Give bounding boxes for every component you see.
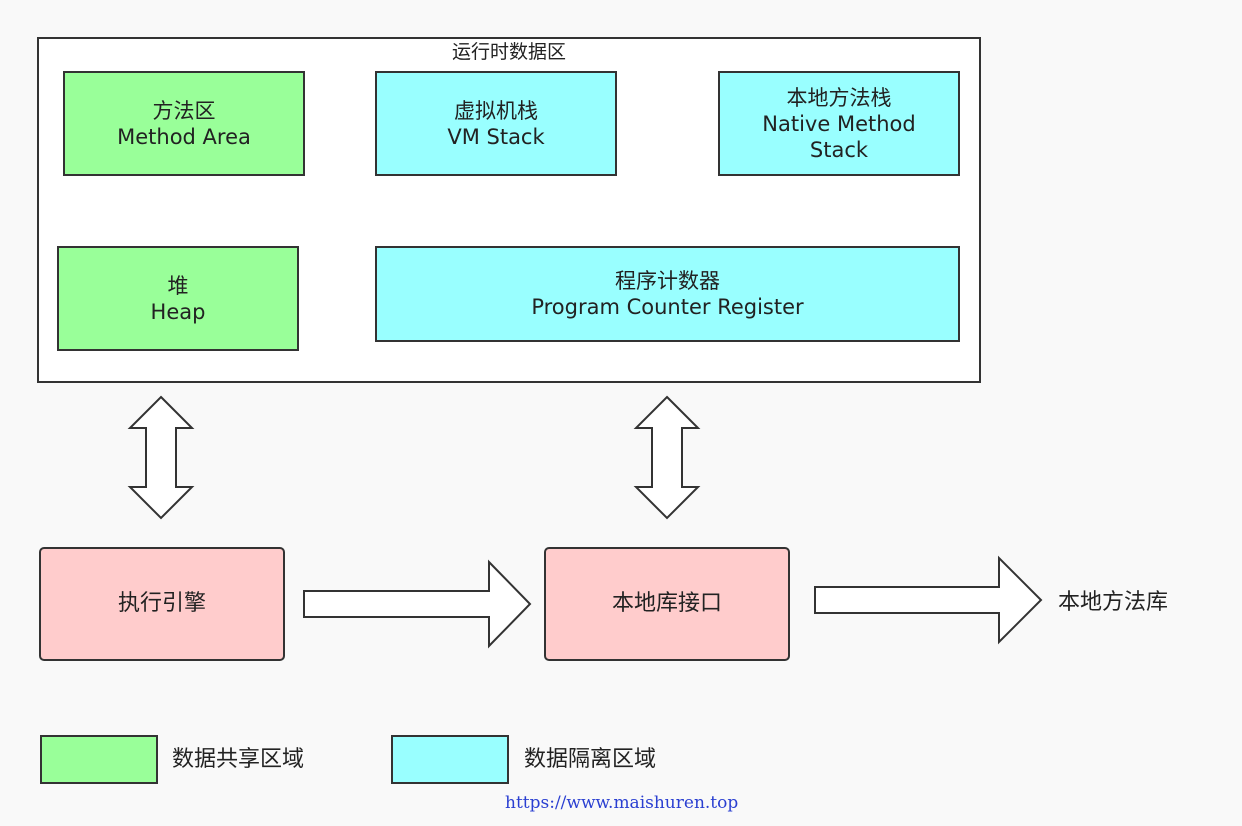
native-library-label: 本地方法库	[1058, 590, 1169, 615]
execution-engine-box: 执行引擎	[39, 547, 285, 661]
heap-en: Heap	[150, 299, 206, 324]
pc-register-zh: 程序计数器	[615, 269, 720, 293]
legend-isolated-label: 数据隔离区域	[524, 747, 657, 772]
native-stack-zh: 本地方法栈	[786, 85, 892, 110]
native-stack-en-line1: Native Method	[762, 111, 916, 136]
arrow-engine-to-interface	[303, 559, 532, 649]
native-stack-en-line2: Stack	[809, 137, 869, 162]
double-arrow-right	[633, 395, 701, 520]
heap-zh: 堆	[167, 273, 189, 298]
heap-box: 堆 Heap	[57, 246, 299, 351]
legend-shared-swatch	[40, 735, 158, 784]
arrow-interface-to-library	[814, 555, 1043, 645]
vm-stack-box: 虚拟机栈 VM Stack	[375, 71, 617, 176]
vm-stack-zh: 虚拟机栈	[454, 98, 538, 123]
method-area-box: 方法区 Method Area	[63, 71, 305, 176]
native-interface-label: 本地库接口	[611, 591, 722, 616]
footer-url[interactable]: https://www.maishuren.top	[505, 793, 739, 813]
double-arrow-left	[127, 395, 195, 520]
execution-engine-label: 执行引擎	[117, 591, 206, 616]
legend-isolated-swatch	[391, 735, 509, 784]
method-area-en: Method Area	[117, 124, 251, 149]
method-area-zh: 方法区	[152, 98, 216, 123]
vm-stack-en: VM Stack	[447, 124, 545, 149]
pc-register-en: Program Counter Register	[531, 295, 804, 319]
pc-register-box: 程序计数器 Program Counter Register	[375, 246, 960, 342]
native-interface-box: 本地库接口	[544, 547, 790, 661]
runtime-data-area-title: 运行时数据区	[451, 41, 566, 63]
legend-shared-label: 数据共享区域	[172, 747, 305, 772]
native-method-stack-box: 本地方法栈 Native Method Stack	[718, 71, 960, 176]
